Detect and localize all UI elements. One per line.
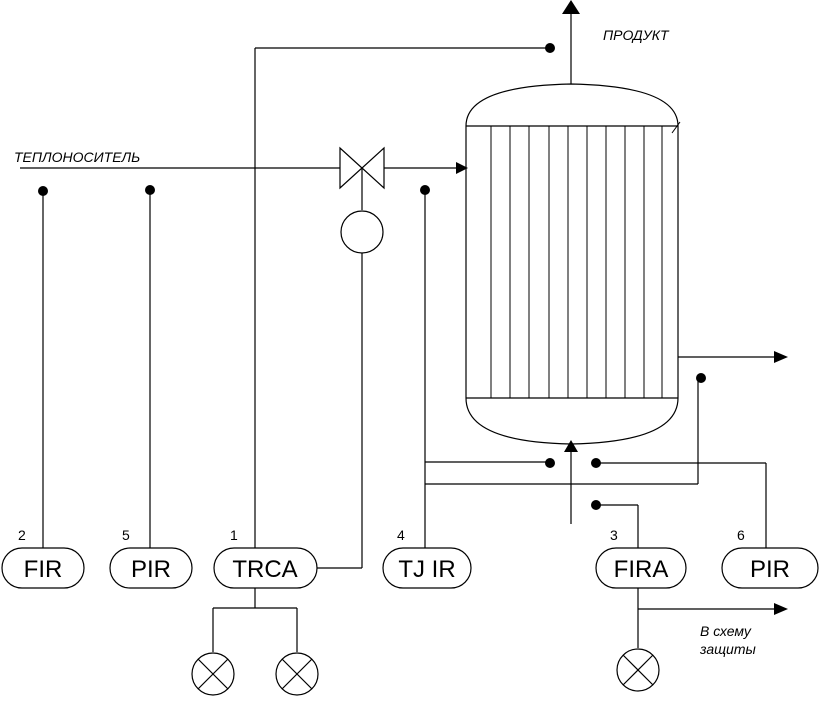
instrument-pir-6: 6 PIR: [721, 527, 819, 589]
heat-carrier-label: ТЕПЛОНОСИТЕЛЬ: [14, 149, 140, 165]
reactor-vessel: [465, 83, 681, 445]
fira-impulse-line: [591, 500, 639, 548]
alarm-lamp-icon: [191, 652, 235, 696]
instrument-trca: 1 TRCA: [213, 527, 318, 589]
instrument-code: FIR: [24, 556, 63, 583]
fir-impulse-line: [38, 186, 48, 548]
alarm-lamp-icon: [616, 648, 660, 692]
instrument-number: 6: [737, 527, 745, 543]
instrument-number: 5: [122, 527, 130, 543]
instrument-number: 2: [18, 527, 26, 543]
valve-actuator-icon: [340, 210, 384, 254]
instrument-number: 4: [397, 527, 405, 543]
instrument-number: 1: [230, 527, 238, 543]
pir5-impulse-line: [145, 185, 155, 548]
product-outlet-line: [562, 0, 580, 84]
protection-label-line1: В схему: [700, 623, 752, 639]
instrument-code: PIR: [750, 556, 790, 583]
instrument-code: TJ IR: [398, 556, 455, 583]
protection-output-line: [637, 588, 788, 648]
reactor-inlet-line: [564, 440, 578, 524]
instrument-tjir: 4 TJ IR: [382, 527, 472, 589]
trca-alarm-lines: [212, 588, 298, 652]
heat-carrier-line: [20, 162, 468, 174]
alarm-lamp-icon: [275, 652, 319, 696]
pir6-impulse-line: [591, 458, 767, 548]
control-valve: [317, 146, 385, 569]
instrument-pir-5: 5 PIR: [109, 527, 193, 589]
instrument-code: TRCA: [232, 556, 297, 583]
protection-label-line2: защиты: [699, 641, 757, 657]
trca-product-signal-line: [254, 43, 555, 548]
instrument-fira: 3 FIRA: [595, 527, 687, 589]
instrument-fir: 2 FIR: [1, 527, 85, 589]
reactor-tubes: [490, 126, 663, 398]
tjir-impulse-line: [420, 185, 706, 548]
instrument-code: PIR: [131, 556, 171, 583]
side-outlet-line: [678, 351, 788, 363]
product-label: ПРОДУКТ: [603, 27, 670, 43]
instrument-number: 3: [610, 527, 618, 543]
instrument-code: FIRA: [614, 556, 669, 583]
